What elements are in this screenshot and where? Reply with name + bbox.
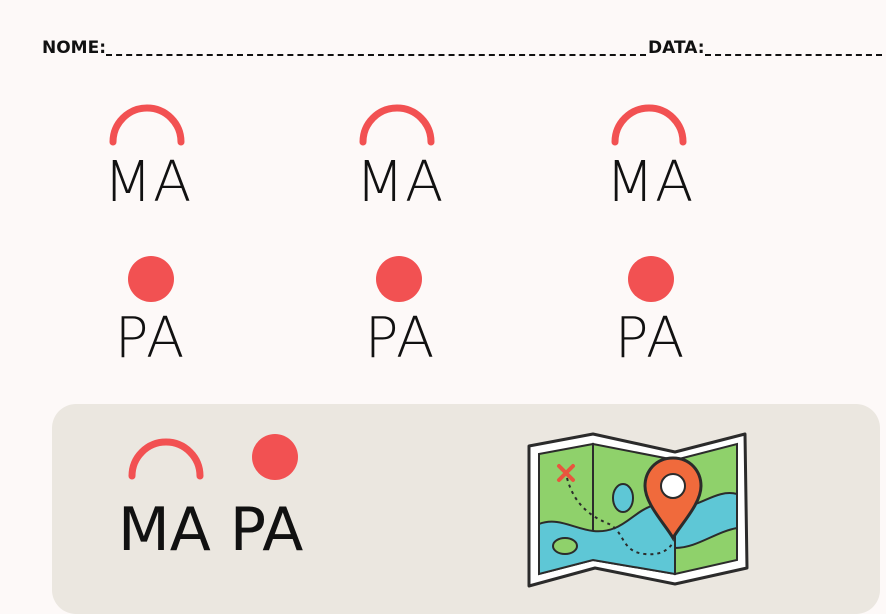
date-label: DATA: [648, 38, 705, 58]
dot-shape-icon [628, 256, 674, 302]
dot-shape-icon [252, 434, 298, 480]
worksheet-header: NOME: DATA: [42, 36, 882, 58]
date-field-line[interactable] [704, 36, 882, 56]
arc-shape-icon [611, 104, 687, 146]
syllable-ma: MA [103, 150, 193, 215]
syllable-ma: MA [118, 495, 211, 565]
syllable-pa: PA [229, 495, 304, 565]
word-mapa: MA PA [118, 495, 303, 565]
syllable-pa: PA [114, 306, 186, 371]
syllable-ma: MA [355, 150, 445, 215]
name-label: NOME: [42, 38, 107, 58]
arc-shape-icon [359, 104, 435, 146]
dot-shape-icon [128, 256, 174, 302]
dot-shape-icon [376, 256, 422, 302]
arc-shape-icon [128, 438, 204, 480]
treasure-map-icon [527, 432, 749, 588]
syllable-ma: MA [605, 150, 695, 215]
name-field-line[interactable] [106, 36, 647, 56]
syllable-pa: PA [614, 306, 686, 371]
arc-shape-icon [109, 104, 185, 146]
syllable-pa: PA [364, 306, 436, 371]
